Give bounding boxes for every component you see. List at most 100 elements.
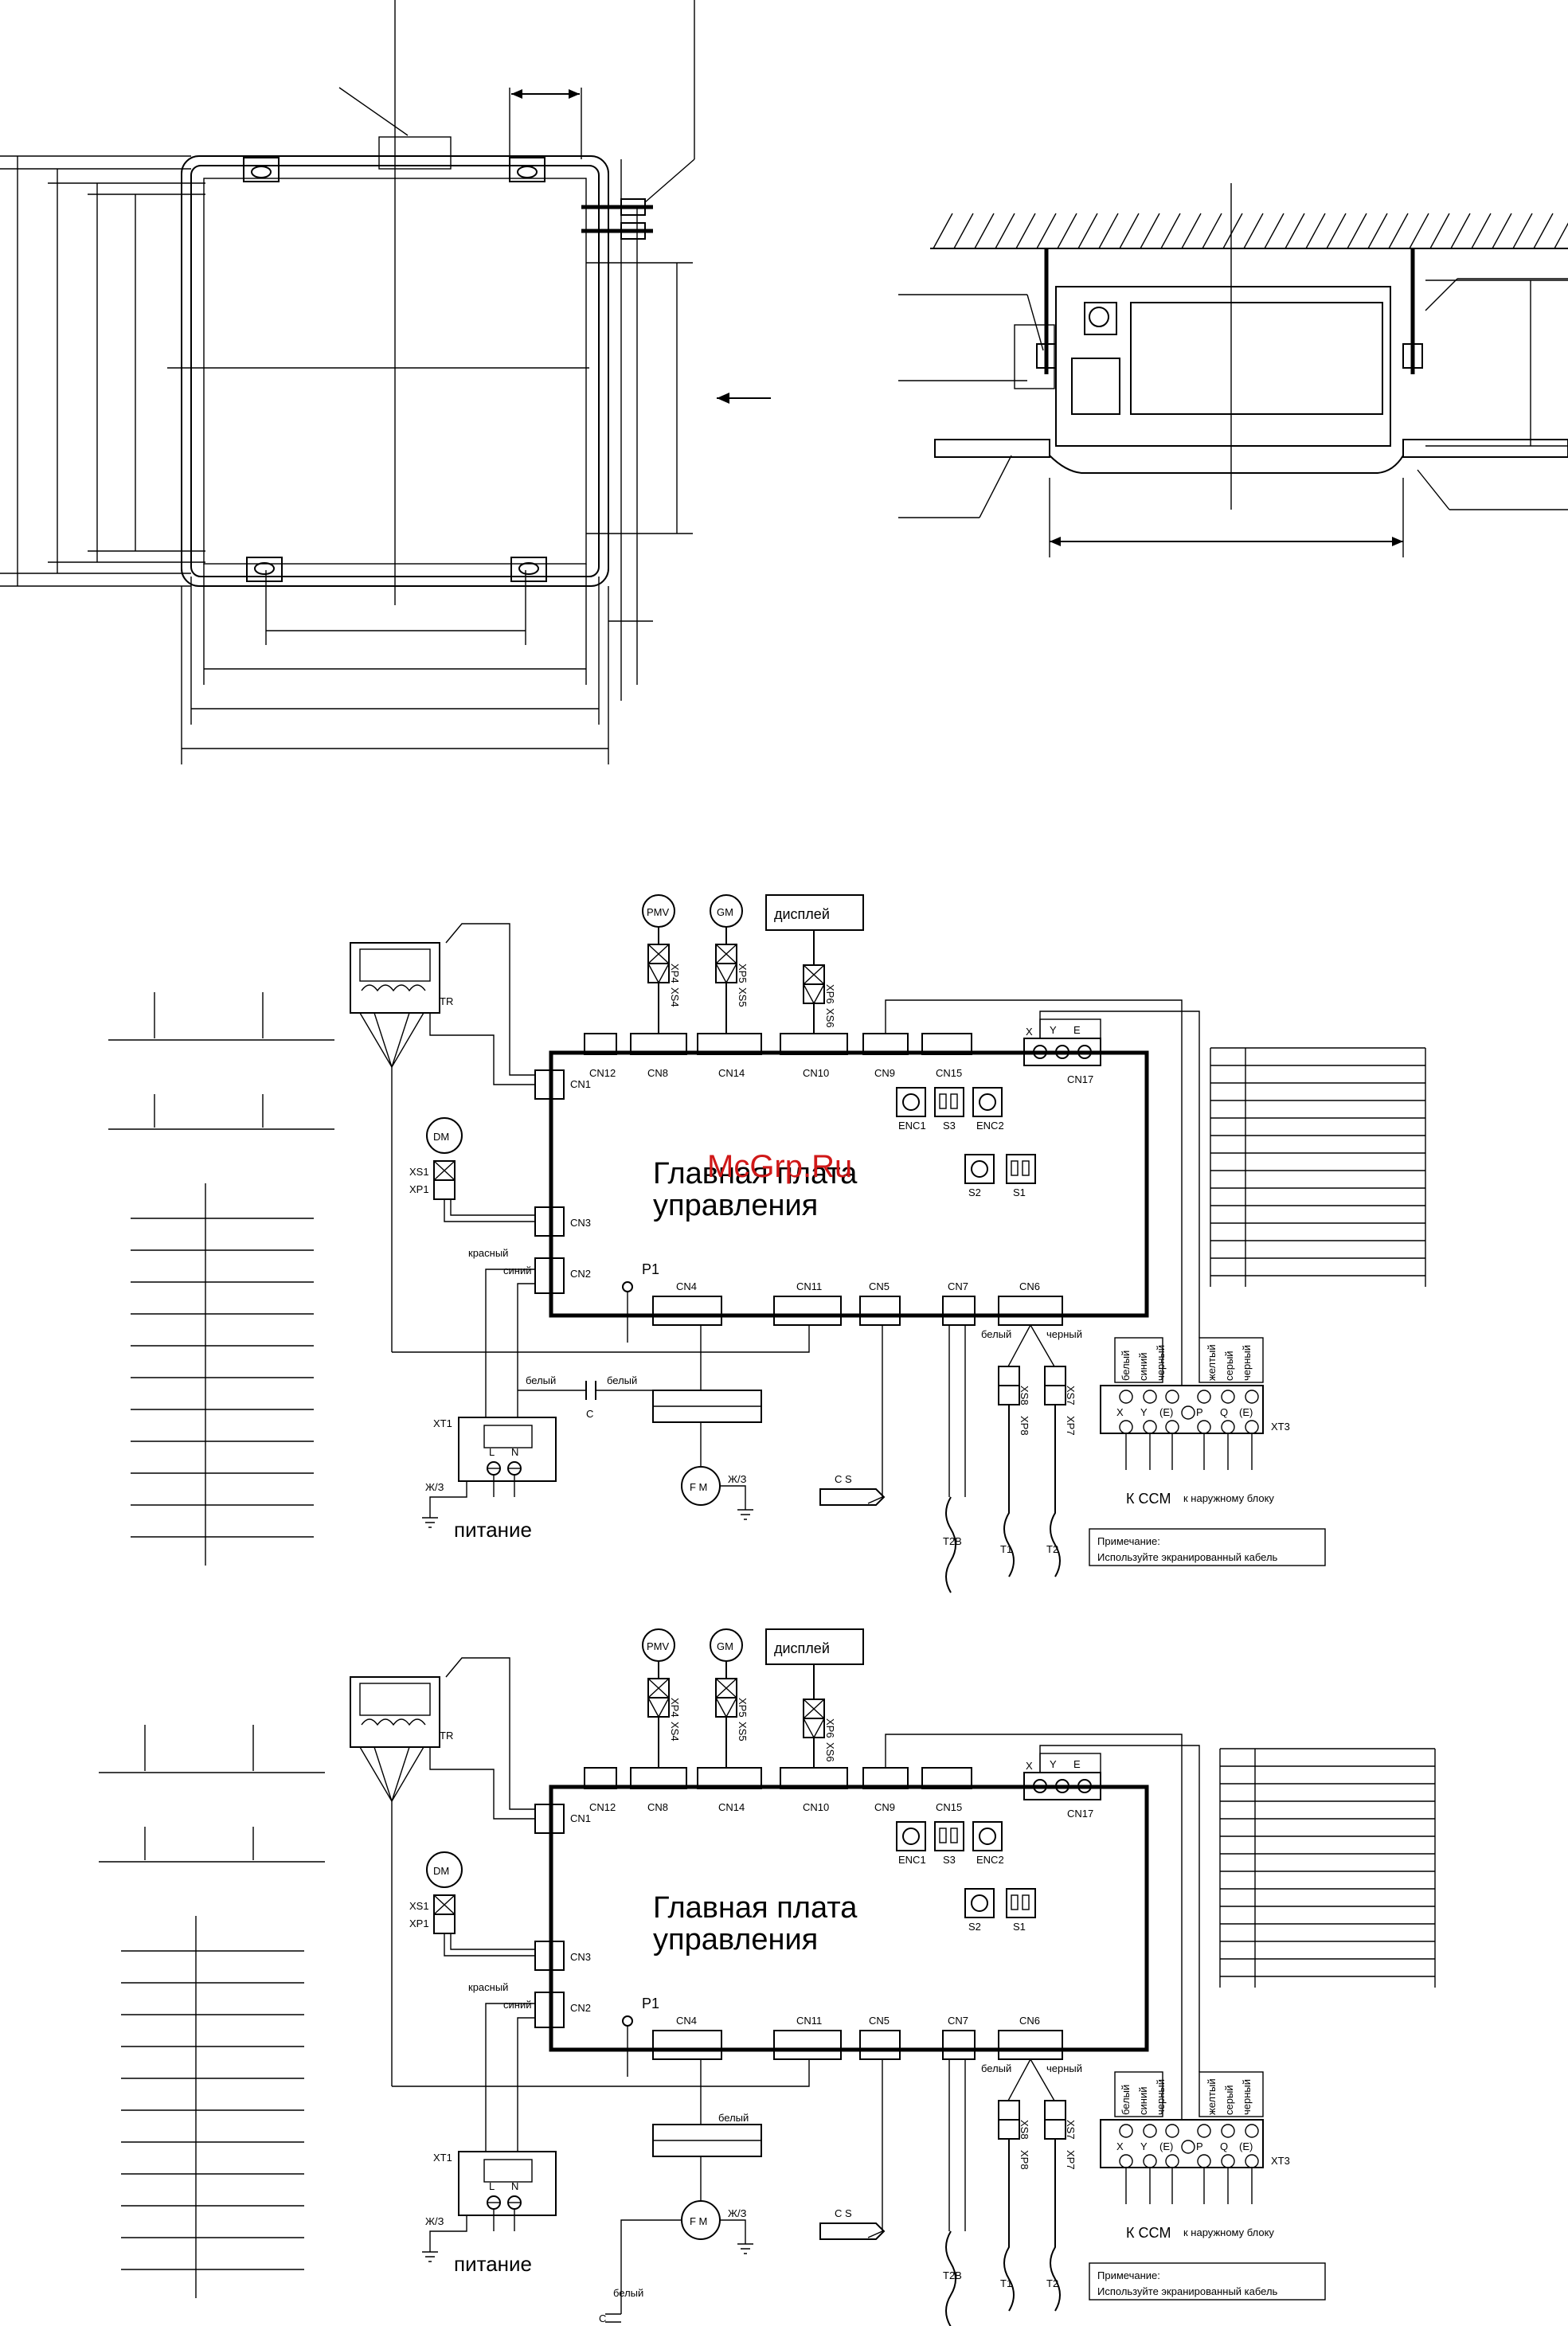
transformer-coil: [361, 1718, 426, 1726]
plug-xp5-lower: [715, 963, 737, 983]
cn17-e: E: [1073, 1024, 1081, 1036]
ceiling-hatch-mark: [1533, 213, 1554, 249]
note-box: [1089, 1528, 1326, 1566]
wire-label-red: красный: [468, 1247, 508, 1259]
switch-s3: [934, 1821, 964, 1851]
s3-bit2: [950, 1828, 958, 1843]
plug-xp6-lower-tri: [803, 983, 825, 1005]
power-label: питание: [454, 1518, 532, 1542]
switch-label-enc2: ENC2: [976, 1120, 1004, 1132]
switch-s1: [1006, 1154, 1036, 1184]
transformer-label: TR: [440, 995, 453, 1007]
ceiling-section-view: [898, 183, 1568, 557]
switch-label-enc1: ENC1: [898, 1854, 926, 1866]
xt3-top-4: [1221, 2124, 1235, 2138]
wire-cn17-xt3: [1039, 1011, 1200, 1338]
wire-cs: [867, 2059, 883, 2238]
capacitor-label: C: [586, 1408, 593, 1420]
note-title: Примечание:: [1097, 1535, 1160, 1547]
cn17-x: X: [1026, 1026, 1033, 1038]
xt3-color-0: белый: [1120, 2085, 1132, 2115]
connector-label-cn17: CN17: [1067, 1073, 1093, 1085]
board-title-line1: Главная плата: [653, 1891, 858, 1925]
plug-xp5-lower-tri: [715, 963, 737, 984]
plug-xp7-label: XP7: [1065, 2150, 1077, 2170]
ceiling-hatch-mark: [1222, 213, 1243, 249]
ceiling-hatch-mark: [1512, 213, 1533, 249]
capacitor-label: C: [599, 2312, 606, 2324]
plug-xs1-x: [433, 1160, 456, 1181]
xt3-q: Q: [1220, 1406, 1228, 1418]
xt3-bot-1: [1143, 2154, 1157, 2168]
wire-cn9-xt3: [885, 1734, 1183, 2120]
xt3-bot-0: [1119, 2154, 1133, 2168]
connector-label-cn12: CN12: [589, 1067, 616, 1079]
xt3-colors-left: [1114, 1337, 1163, 1383]
cs-probe: [819, 1488, 886, 1506]
connector-cn7: [942, 1296, 976, 1326]
switch-label-enc1: ENC1: [898, 1120, 926, 1132]
xt3-colors-left: [1114, 2071, 1163, 2117]
plug-xp7-label: XP7: [1065, 1416, 1077, 1436]
ceiling-hatch-mark: [995, 213, 1015, 249]
switch-enc1-dial: [902, 1828, 920, 1845]
xt1-n: N: [511, 2180, 518, 2192]
s3-bit1: [939, 1093, 947, 1109]
wire-label-black-cn6: черный: [1046, 2062, 1082, 2074]
switch-label-s1: S1: [1013, 1921, 1026, 1933]
transformer-core: [359, 948, 431, 982]
connector-label-cn3: CN3: [570, 1951, 591, 1963]
ground-label-power: Ж/З: [425, 2215, 444, 2227]
terminal-block-xt1: [458, 1417, 557, 1482]
ceiling-hatch-mark: [1119, 213, 1140, 249]
cs-label: C S: [835, 1473, 852, 1485]
xt3-top-4: [1221, 1390, 1235, 1404]
wire-label-white-3: белый: [613, 2287, 643, 2299]
cn17-y: Y: [1050, 1024, 1057, 1036]
ceiling-hatch-mark: [953, 213, 974, 249]
connector-label-cn14: CN14: [718, 1801, 745, 1813]
plug-xs7-upper: [1044, 1366, 1066, 1386]
xt3-bot-1: [1143, 1420, 1157, 1434]
xt3-top-1: [1143, 2124, 1157, 2138]
xt3-shield-link: [1181, 1405, 1195, 1420]
plug-xp8-lower: [998, 2119, 1020, 2140]
xt3-top-3: [1197, 1390, 1211, 1404]
connector-label-cn6: CN6: [1019, 2015, 1040, 2027]
connector-cn14: [697, 1767, 762, 1789]
sensor-label-t2: T2: [1046, 1543, 1058, 1555]
connector-cn12: [584, 1033, 617, 1055]
plug-xp4-label-1: XP4: [669, 1698, 681, 1718]
transformer-coil: [361, 984, 426, 992]
xt3-top-2: [1165, 1390, 1179, 1404]
motor-label-pmv: PMV: [647, 906, 670, 918]
plug-xp1-label: XP1: [409, 1183, 429, 1195]
xt3-bot-0: [1119, 1420, 1133, 1434]
switch-label-s3: S3: [943, 1120, 956, 1132]
plug-xp5-upper-x: [715, 1678, 737, 1699]
plug-xp8-lower: [998, 1385, 1020, 1405]
connector-label-cn4: CN4: [676, 1280, 697, 1292]
ceiling-hatch-mark: [974, 213, 995, 249]
ceiling-hatch-mark: [1243, 213, 1264, 249]
ceiling-hatch-mark: [1264, 213, 1285, 249]
plug-xp1-lower: [433, 1914, 456, 1934]
xt3-bot-5: [1245, 1420, 1259, 1434]
sensor-label-t1: T1: [1000, 1543, 1012, 1555]
connector-cn5: [859, 1296, 901, 1326]
xt1-top: [483, 1425, 533, 1448]
xt3-e2: (E): [1239, 1406, 1253, 1418]
wire-label-blue: синий: [503, 1265, 531, 1276]
switch-s2: [964, 1154, 995, 1184]
connector-label-cn12: CN12: [589, 1801, 616, 1813]
xt3-y: Y: [1140, 2140, 1148, 2152]
note-title: Примечание:: [1097, 2269, 1160, 2281]
p1-label: P1: [642, 1996, 659, 2011]
xt3-p: P: [1196, 1406, 1203, 1418]
sensor-p1: [622, 2015, 633, 2027]
s3-bit2: [950, 1093, 958, 1109]
xt1-l: L: [489, 2180, 495, 2192]
xt1-n: N: [511, 1446, 518, 1458]
hanger-bracket-bl: [246, 557, 283, 582]
xt3-color-5: черный: [1241, 2079, 1253, 2115]
